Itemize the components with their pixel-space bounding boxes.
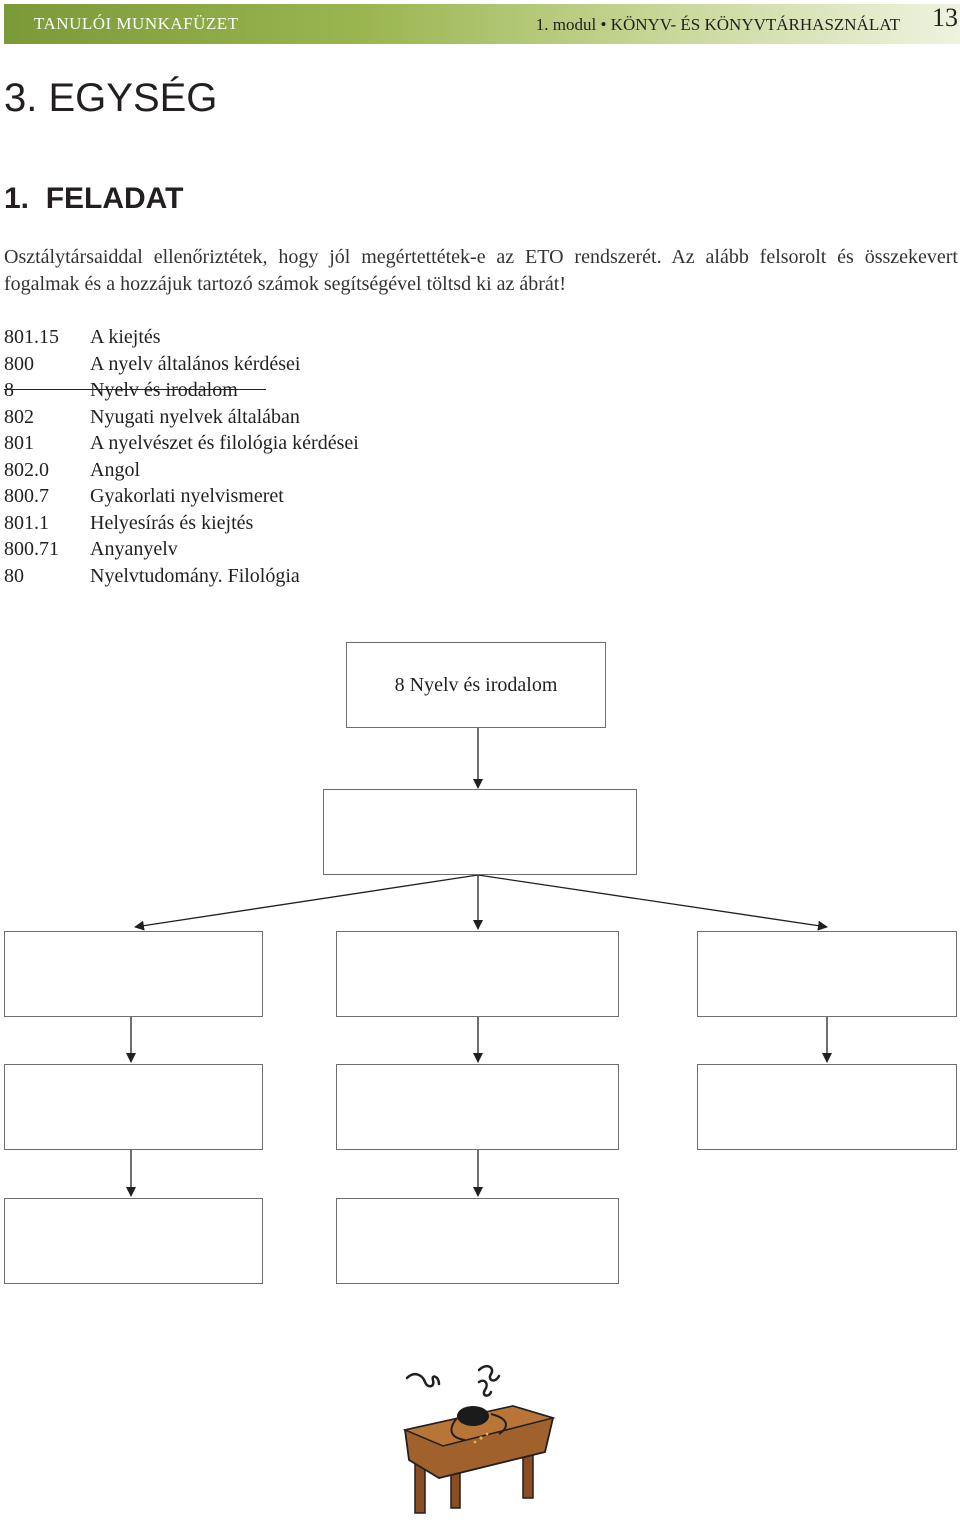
code-number: 801.15	[4, 326, 59, 348]
strikethrough-line	[4, 389, 266, 390]
code-number: 8	[4, 379, 14, 401]
student-desk-illustration	[402, 1364, 556, 1514]
diagram-level4-box	[336, 1198, 619, 1284]
diagram-connectors	[126, 728, 832, 1197]
code-number: 800.71	[4, 538, 59, 560]
unit-title: 3. EGYSÉG	[4, 76, 218, 120]
code-label: Nyelv és irodalom	[90, 379, 238, 401]
code-number: 80	[4, 564, 24, 587]
code-label: Nyugati nyelvek általában	[90, 405, 300, 428]
code-label: Angol	[90, 458, 140, 481]
code-label: Nyelvtudomány. Filológia	[90, 564, 300, 587]
code-number: 800	[4, 352, 34, 375]
code-number: 801	[4, 432, 34, 454]
code-number: 802	[4, 405, 34, 428]
diagram-level2-box	[4, 931, 263, 1017]
diagram-root-label: 8 Nyelv és irodalom	[394, 673, 558, 696]
code-label: A nyelv általános kérdései	[90, 352, 301, 375]
diagram-level1-box	[323, 789, 637, 875]
code-number: 802.0	[4, 458, 49, 481]
page-number: 13	[932, 3, 958, 32]
diagram-level3-box	[697, 1064, 957, 1150]
diagram-level2-box	[697, 931, 957, 1017]
code-number: 800.7	[4, 485, 49, 507]
module-label: 1. modul • KÖNYV- ÉS KÖNYVTÁRHASZNÁLAT	[535, 15, 900, 34]
code-label: Gyakorlati nyelvismeret	[90, 485, 284, 507]
code-number: 801.1	[4, 511, 49, 534]
diagram-root-box: 8 Nyelv és irodalom	[346, 642, 606, 728]
code-label: Helyesírás és kiejtés	[90, 511, 254, 534]
code-label: A nyelvészet és filológia kérdései	[90, 432, 359, 454]
task-instructions: Osztálytársaiddal ellenőriztétek, hogy j…	[4, 246, 958, 295]
diagram-level4-box	[4, 1198, 263, 1284]
diagram-level3-box	[336, 1064, 619, 1150]
task-title: 1. FELADAT	[4, 182, 184, 215]
diagram-level2-box	[336, 931, 619, 1017]
page-header: Tanulói munkafüzet 1. modul • KÖNYV- ÉS …	[4, 4, 960, 44]
code-label: Anyanyelv	[90, 538, 178, 560]
code-label: A kiejtés	[90, 326, 161, 348]
diagram-level3-box	[4, 1064, 263, 1150]
workbook-label: Tanulói munkafüzet	[34, 14, 239, 33]
